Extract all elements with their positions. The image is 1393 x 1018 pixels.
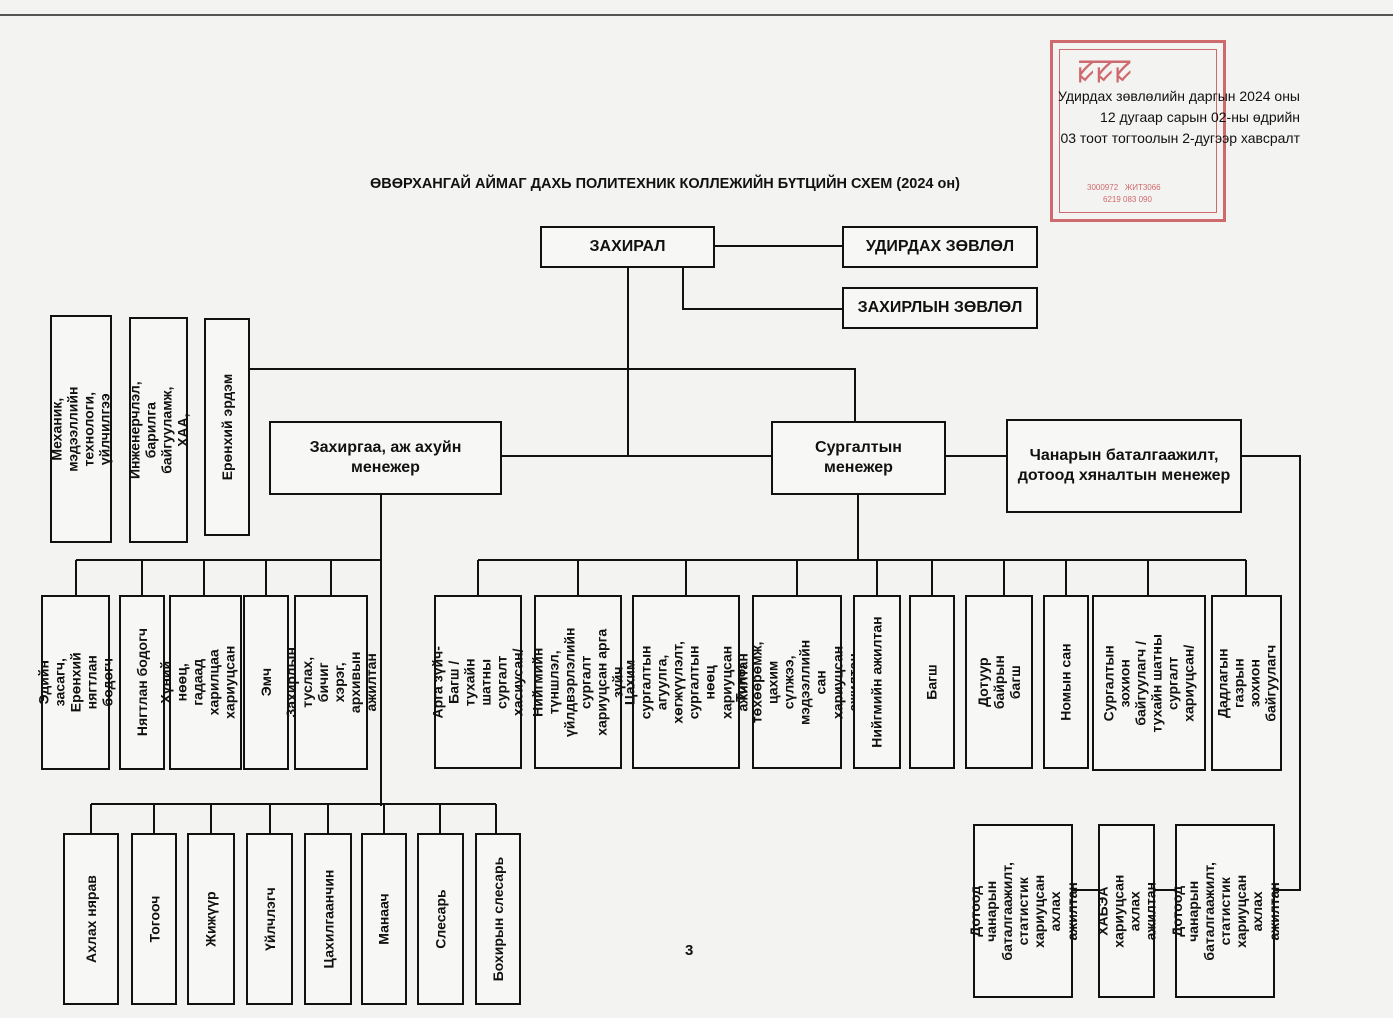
quality-staff-box: Дотоод чанарын баталгаажилт, статистик х… (1169, 824, 1281, 998)
department-label: Ерөнхий эрдэм (218, 373, 235, 481)
training-manager-box: Сургалтын менежер (771, 421, 946, 495)
page-number: 3 (685, 942, 694, 959)
staff-label: Цахилгаанчин (319, 869, 336, 969)
training-staff-box: Номын сан (1043, 595, 1089, 769)
service-staff-box: Ахлах нярав (63, 833, 119, 1005)
training-staff-box: Нийгмийн ажилтан (853, 595, 901, 769)
admin-manager-box: Захиргаа, аж ахуйн менежер (269, 421, 502, 495)
admin-staff-box: Эдийн засагч, Ерөнхий нягтлан бодогч (35, 595, 116, 770)
staff-label: Цахим сургалтын агуулга, хөгжүүлэлт, сур… (621, 640, 751, 724)
department-box: Инженерчлэл, барилга байгууламж, ХАА, (126, 317, 191, 543)
quality-manager-label: Чанарын баталгаажилт, дотоод хяналтын ме… (1017, 447, 1231, 484)
service-staff-box: Жижүүр (187, 833, 235, 1005)
department-box: Ерөнхий эрдэм (204, 318, 250, 536)
training-manager-label: Сургалтын менежер (815, 439, 902, 476)
training-staff-box: Сургалтын зохион байгуулагч /тухайн шатн… (1092, 595, 1206, 771)
admin-staff-box: Захирлын туслах, бичиг хэрэг, архивын аж… (283, 595, 379, 770)
staff-label: Бохирын слесарь (489, 856, 506, 982)
staff-label: Хүний нөөц, гадаад харилцаа хариуцсан аж… (157, 645, 253, 720)
staff-label: Дотуур байрын багш (974, 655, 1024, 710)
staff-label: Дадлагын газрын зохион байгуулагч (1214, 644, 1279, 722)
training-staff-box: Арга зүйч-Багш /тухайн шатны сургалт хас… (430, 595, 526, 769)
staff-label: Тогооч (145, 895, 162, 943)
staff-label: Тоног төхөөрөмж, цахим сүлжээ, мэдээллий… (732, 639, 862, 725)
service-staff-box: Тогооч (131, 833, 177, 1005)
training-staff-box: Нийгмийн түншлэл, үйлдвэрлэлийн сургалт … (530, 595, 626, 769)
board-box: УДИРДАХ ЗӨВЛӨЛ (842, 226, 1038, 268)
staff-label: ХАБЭА хариуцсан ахлах ажилтан (1094, 874, 1159, 948)
quality-staff-box: ХАБЭА хариуцсан ахлах ажилтан (1094, 824, 1159, 998)
admin-staff-box: Эмч (243, 595, 289, 770)
director-council-box: ЗАХИРЛЫН ЗӨВЛӨЛ (842, 287, 1038, 329)
chart-title: ӨВӨРХАНГАЙ АЙМАГ ДАХЬ ПОЛИТЕХНИК КОЛЛЕЖИ… (370, 176, 960, 192)
staff-label: Нягтлан бодогч (133, 628, 150, 737)
staff-label: Жижүүр (202, 891, 219, 947)
training-staff-box: Тоног төхөөрөмж, цахим сүлжээ, мэдээллий… (733, 595, 861, 769)
service-staff-box: Бохирын слесарь (475, 833, 521, 1005)
staff-label: Үйлчлэгч (261, 887, 278, 951)
service-staff-box: Үйлчлэгч (246, 833, 293, 1005)
staff-label: Сургалтын зохион байгуулагч /тухайн шатн… (1100, 633, 1198, 733)
top-border-line (0, 14, 1393, 16)
service-staff-box: Цахилгаанчин (304, 833, 352, 1005)
staff-label: Эмч (257, 668, 274, 697)
staff-label: Ахлах нярав (82, 875, 99, 963)
approval-line-2: 12 дугаар сарын 02-ны өдрийн (1100, 109, 1300, 125)
staff-label: Захирлын туслах, бичиг хэрэг, архивын аж… (282, 647, 380, 718)
board-label: УДИРДАХ ЗӨВЛӨЛ (865, 238, 1015, 255)
quality-staff-box: Дотоод чанарын баталгаажилт, статистик х… (967, 824, 1079, 998)
official-stamp: ꡛꡛꡛ 3000972 ЖИТ3066 6219 083 090 (1050, 40, 1226, 222)
service-staff-box: Манаач (361, 833, 407, 1005)
staff-label: Дотоод чанарын баталгаажилт, статистик х… (1168, 861, 1282, 961)
service-staff-box: Слесарь (417, 833, 464, 1005)
staff-label: Арга зүйч-Багш /тухайн шатны сургалт хас… (429, 645, 527, 719)
training-staff-box: Багш (909, 595, 955, 769)
director-box: ЗАХИРАЛ (540, 226, 715, 268)
training-staff-box: Дотуур байрын багш (965, 595, 1033, 769)
quality-manager-box: Чанарын баталгаажилт, дотоод хяналтын ме… (1006, 419, 1242, 513)
staff-label: Эдийн засагч, Ерөнхий нягтлан бодогч (35, 652, 116, 713)
staff-label: Манаач (375, 893, 392, 945)
training-staff-box: Цахим сургалтын агуулга, хөгжүүлэлт, сур… (622, 595, 750, 769)
approval-note: Удирдах зөвлөлийн даргын 2024 оны 12 дуг… (1000, 86, 1300, 149)
department-label: Механик, мэдээллийн технологи, үйлчилгээ (48, 386, 114, 472)
staff-label: Номын сан (1057, 643, 1074, 721)
admin-manager-label: Захиргаа, аж ахуйн менежер (309, 439, 462, 476)
department-label: Инженерчлэл, барилга байгууламж, ХАА, (126, 381, 191, 479)
training-staff-box: Дадлагын газрын зохион байгуулагч (1211, 595, 1282, 771)
admin-staff-box: Нягтлан бодогч (119, 595, 165, 770)
staff-label: Слесарь (432, 889, 449, 949)
staff-label: Нийгмийн түншлэл, үйлдвэрлэлийн сургалт … (529, 627, 627, 737)
admin-staff-box: Хүний нөөц, гадаад харилцаа хариуцсан аж… (157, 595, 254, 770)
approval-line-3: 03 тоот тогтоолын 2-дугээр хавсралт (1060, 130, 1300, 146)
staff-label: Багш (923, 664, 940, 700)
director-label: ЗАХИРАЛ (589, 238, 666, 255)
staff-label: Нийгмийн ажилтан (868, 616, 885, 748)
staff-label: Дотоод чанарын баталгаажилт, статистик х… (966, 861, 1080, 961)
department-box: Механик, мэдээллийн технологи, үйлчилгээ (48, 315, 114, 543)
director-council-label: ЗАХИРЛЫН ЗӨВЛӨЛ (857, 299, 1023, 316)
approval-line-1: Удирдах зөвлөлийн даргын 2024 оны (1058, 88, 1300, 104)
